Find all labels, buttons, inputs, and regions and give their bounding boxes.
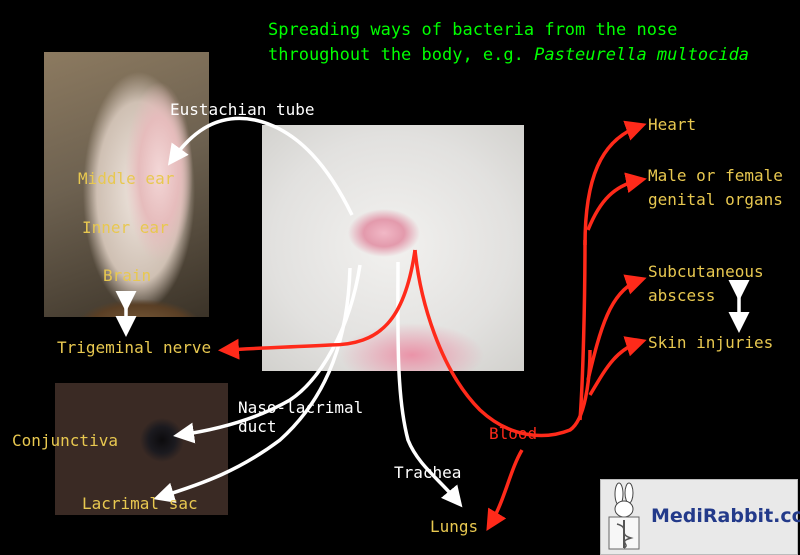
arrow-to-skin bbox=[588, 336, 647, 396]
logo-text: MediRabbit.com bbox=[651, 505, 800, 527]
arrow-to-lungs-blood bbox=[486, 449, 524, 532]
label-lungs: Lungs bbox=[430, 517, 479, 536]
label-genital-organs: Male or female genital organs bbox=[648, 164, 783, 212]
label-subcutaneous-abscess: Subcutaneous abscess bbox=[648, 260, 764, 308]
diagram-title: Spreading ways of bacteria from the nose… bbox=[268, 18, 749, 68]
label-blood: Blood bbox=[489, 424, 538, 443]
arrow-to-lacrimal-sac bbox=[153, 267, 352, 503]
label-eustachian-tube: Eustachian tube bbox=[170, 100, 315, 119]
rabbit-ear-photo bbox=[44, 52, 209, 317]
label-subcutaneous-line1: Subcutaneous bbox=[648, 262, 764, 281]
label-skin-injuries: Skin injuries bbox=[648, 333, 774, 352]
arrow-to-genital bbox=[586, 172, 647, 231]
rabbit-nose-photo bbox=[262, 125, 524, 371]
title-line-1: Spreading ways of bacteria from the nose bbox=[268, 20, 678, 40]
label-genital-line2: genital organs bbox=[648, 190, 783, 209]
arrow-to-trigeminal bbox=[218, 249, 417, 360]
rabbit-eye-photo bbox=[55, 383, 228, 515]
label-subcutaneous-line2: abscess bbox=[648, 286, 716, 305]
label-middle-ear: Middle ear bbox=[78, 169, 175, 188]
label-heart: Heart bbox=[648, 115, 697, 134]
rabbit-caduceus-icon bbox=[608, 482, 640, 550]
label-brain: Brain bbox=[103, 266, 152, 285]
label-lacrimal-sac: Lacrimal sac bbox=[82, 494, 198, 513]
label-conjunctiva: Conjunctiva bbox=[12, 431, 118, 450]
label-genital-line1: Male or female bbox=[648, 166, 783, 185]
label-trigeminal-nerve: Trigeminal nerve bbox=[57, 338, 212, 357]
label-naso-lacrimal-duct: Naso-lacrimal duct bbox=[238, 398, 363, 436]
label-trachea: Trachea bbox=[394, 463, 462, 482]
arrow-to-heart bbox=[583, 120, 647, 246]
title-species: Pasteurella multocida bbox=[534, 45, 750, 65]
arrow-blood-trunk bbox=[578, 239, 587, 421]
arrow-to-subcutaneous bbox=[586, 274, 647, 381]
label-inner-ear: Inner ear bbox=[82, 218, 169, 237]
arrow-to-conjunctiva bbox=[173, 264, 362, 444]
medirabbit-logo[interactable]: MediRabbit.com bbox=[600, 479, 800, 555]
label-naso-lacrimal-line2: duct bbox=[238, 417, 277, 436]
arrow-to-middle-ear bbox=[167, 116, 354, 216]
arrow-to-lungs bbox=[396, 261, 463, 508]
label-naso-lacrimal-line1: Naso-lacrimal bbox=[238, 398, 364, 417]
title-line-2: throughout the body, e.g. bbox=[268, 45, 535, 65]
arrow-blood-stream bbox=[413, 249, 592, 438]
